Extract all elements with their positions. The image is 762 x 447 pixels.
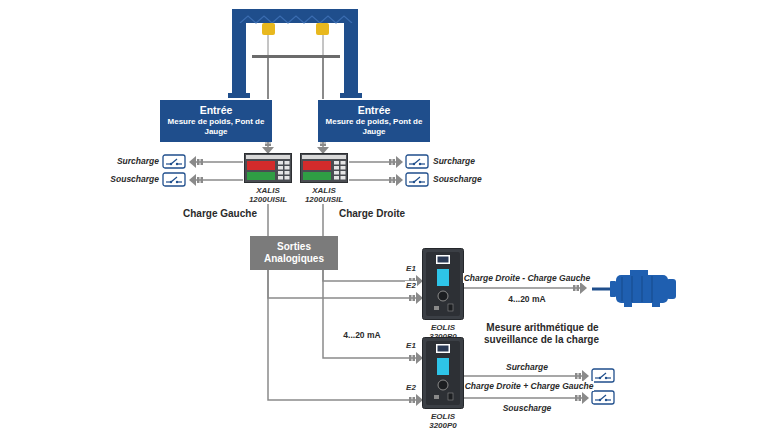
box-text: EOLIS 3200P0 [422,412,464,430]
label-text: Surcharge [432,156,476,166]
label-text: Charge Gauche [182,208,258,219]
box-heading: Entrée [164,104,268,117]
xalis-device [244,153,292,183]
free-label: Surcharge [432,156,502,167]
label-text: Charge Droite + Charge Gauche [464,381,595,391]
box-heading: Entrée [322,104,426,117]
relay-icon [592,369,614,382]
relay-icon [163,155,185,168]
free-label: Charge Droite [328,208,416,220]
label-text: Mesure arithmétique de suveillance de la… [484,322,600,345]
relay-icon [163,173,185,186]
edge-label: E2 [405,281,417,291]
connector [267,204,269,236]
box-text: Mesure de poids, Pont de Jauge [322,117,426,137]
label-text: Surcharge [116,156,160,166]
edge-label: E1 [405,264,417,274]
label-text: Souscharge [502,403,553,413]
label-text: Charge Droite [338,208,406,219]
relay-icon [406,155,428,168]
label-text: 4...20 mA [507,294,546,304]
free-label: Surcharge [492,362,562,373]
free-label: Charge Droite + Charge Gauche [462,381,596,392]
gantry-crane [228,9,362,99]
xalis-device [300,153,348,183]
free-label: 4...20 mA [330,330,394,341]
edge-label: E2 [405,383,417,393]
label-text: Souscharge [432,174,483,184]
sorties-node: Sorties Analogiques [250,236,338,270]
xalis-node: XALIS 1200UISIL [244,153,292,204]
edge-label: E1 [405,341,417,351]
free-label: Charge Droite - Charge Gauche [462,273,592,284]
motor-illustration [592,270,676,307]
eolis-node: EOLIS 3200P0 [422,248,464,341]
free-label: Souscharge [492,403,562,414]
label-text: Charge Droite - Charge Gauche [463,273,592,283]
entry-node: EntréeMesure de poids, Pont de Jauge [318,100,430,142]
free-label: Charge Gauche [176,208,264,220]
entry-node: EntréeMesure de poids, Pont de Jauge [160,100,272,142]
box-text: XALIS 1200UISIL [244,186,292,204]
connector [267,142,269,153]
free-label: Surcharge [96,156,160,167]
relay-icon [592,391,614,404]
free-label: Souscharge [96,174,160,185]
label-text: Surcharge [505,362,549,372]
eolis-device [422,248,464,320]
connector [268,270,422,400]
eolis-device [422,337,464,409]
eolis-node: EOLIS 3200P0 [422,337,464,430]
free-label: 4...20 mA [497,294,557,305]
label-text: 4...20 mA [342,330,381,340]
relay-icon [406,173,428,186]
connector [268,270,422,298]
connector [322,142,324,153]
connector [322,204,324,236]
connector [323,270,422,358]
free-label: Souscharge [432,174,502,185]
label-text: Souscharge [109,174,160,184]
box-text: Mesure de poids, Pont de Jauge [164,117,268,137]
box-text: XALIS 1200UISIL [300,186,348,204]
free-label: Mesure arithmétique de suveillance de la… [462,322,622,346]
box-text: Sorties Analogiques [254,241,334,265]
xalis-node: XALIS 1200UISIL [300,153,348,204]
